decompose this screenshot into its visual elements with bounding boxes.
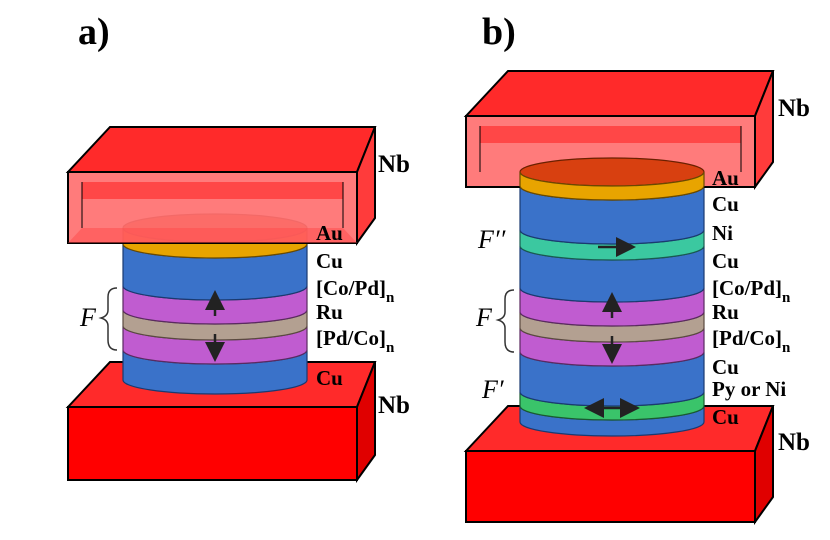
f-label-b: F (475, 303, 493, 332)
layer-label-cu-2-b: Cu (712, 249, 739, 273)
layer-label-au-a: Au (316, 221, 343, 245)
f-prime-label: F′ (481, 375, 504, 404)
nb-bottom-label-b: Nb (778, 429, 810, 456)
layer-label-cu-bottom-a: Cu (316, 366, 343, 390)
layer-label-py-ni-b: Py or Ni (712, 377, 786, 401)
layer-label-cu-4-b: Cu (712, 405, 739, 429)
layer-label-ru-b: Ru (712, 300, 739, 324)
layer-label-cu-3-b: Cu (712, 355, 739, 379)
panel-b-label: b) (482, 11, 516, 53)
layer-label-cu-1-b: Cu (712, 192, 739, 216)
nb-bottom-label-a: Nb (378, 392, 410, 419)
layer-label-copd-b: [Co/Pd]n (712, 276, 791, 306)
nb-top-label-a: Nb (378, 151, 410, 178)
panel-a: a) Nb (65, 11, 410, 484)
nb-top-label-b: Nb (778, 95, 810, 122)
f-double-prime-label: F′′ (477, 225, 506, 254)
nb-top-electrode-b (463, 70, 775, 191)
layer-label-ru-a: Ru (316, 300, 343, 324)
panel-a-label: a) (78, 11, 110, 53)
layer-label-cu-a: Cu (316, 249, 343, 273)
layer-label-ni-b: Ni (712, 221, 733, 245)
layer-label-au-b: Au (712, 166, 739, 190)
layer-label-pdco-b: [Pd/Co]n (712, 326, 791, 356)
nb-top-electrode-a (65, 126, 377, 247)
panel-b: b) Nb (463, 11, 810, 526)
layer-label-copd-a: [Co/Pd]n (316, 276, 395, 306)
brace-icon (495, 289, 515, 353)
f-label-a: F (79, 303, 97, 332)
layer-label-pdco-a: [Pd/Co]n (316, 326, 395, 356)
brace-icon (98, 287, 118, 351)
